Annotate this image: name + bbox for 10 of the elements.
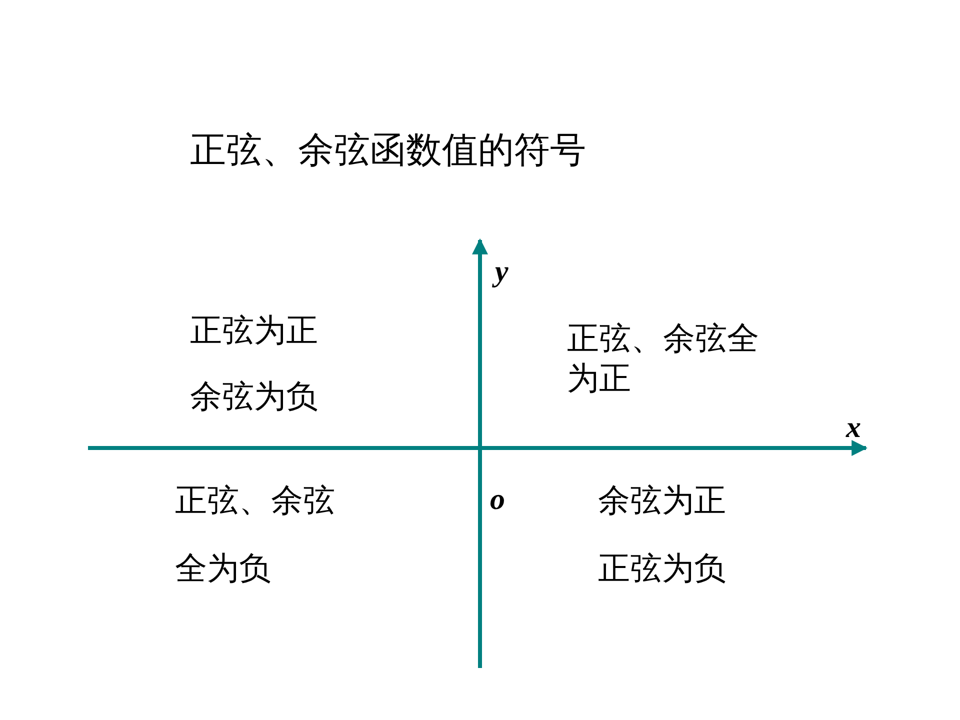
quadrant-text: 正弦、余弦全为正 (567, 319, 760, 398)
title: 正弦、余弦函数值的符号 (190, 130, 586, 170)
quadrant-text: 正弦为负 (598, 549, 726, 588)
origin-label: o (490, 482, 505, 518)
quadrant-text: 正弦、余弦 (175, 481, 335, 520)
quadrant-text: 余弦为正 (598, 481, 726, 520)
quadrant-text: 正弦为正 (190, 311, 318, 350)
axis-label: x (846, 410, 861, 446)
quadrant-text: 余弦为负 (190, 377, 318, 416)
quadrant-text: 全为负 (175, 549, 271, 588)
